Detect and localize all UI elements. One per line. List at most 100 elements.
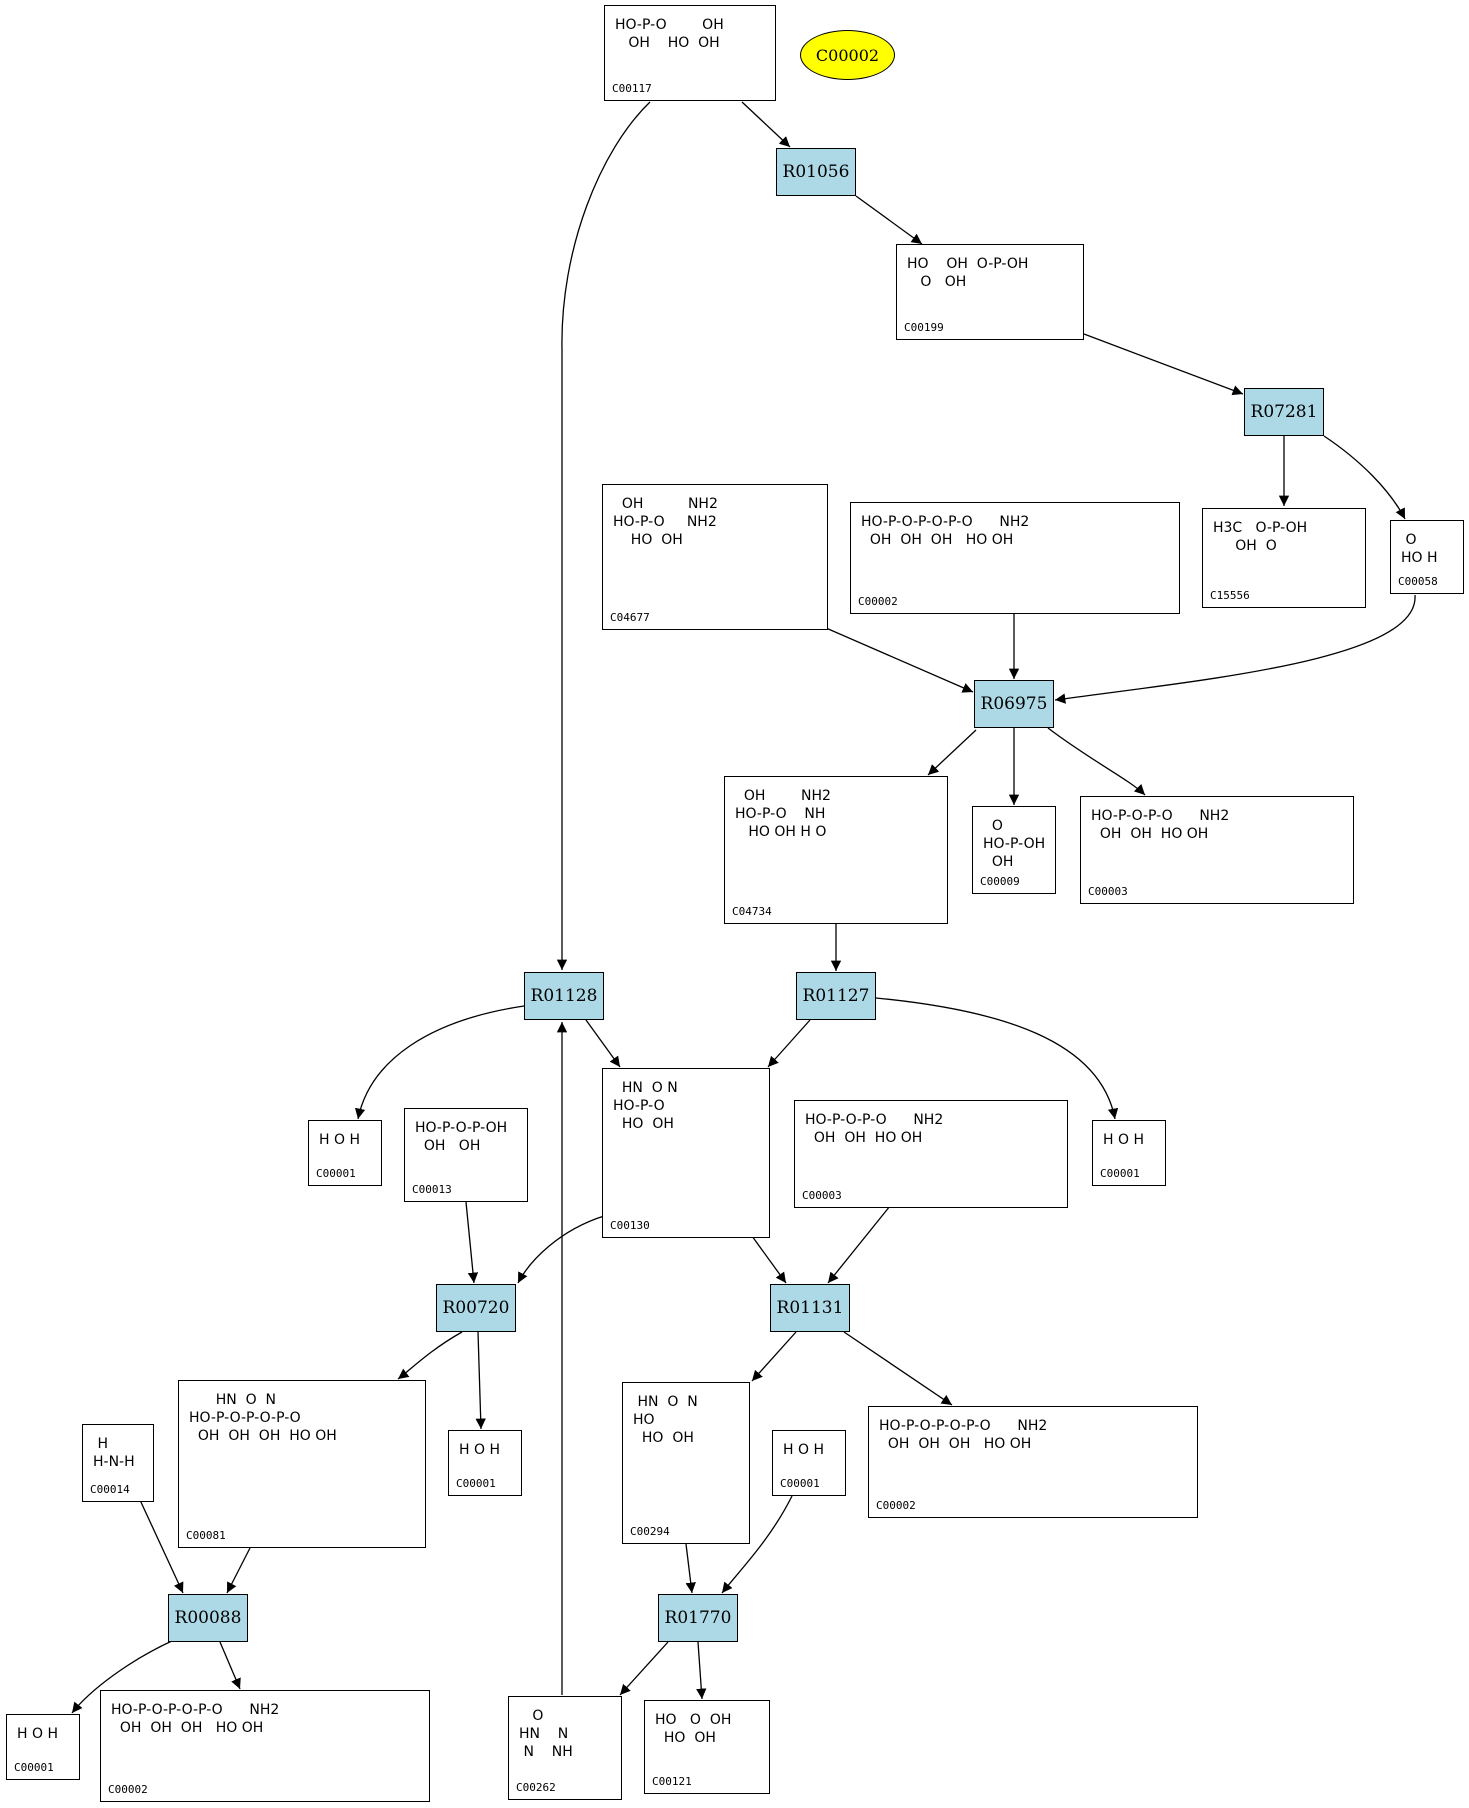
edge-arrow xyxy=(556,101,651,970)
compound-C00002[interactable]: HO-P-O-P-O-P-O NH2 OH OH OH HO OH C00002 xyxy=(868,1406,1198,1518)
compound-id: C00002 xyxy=(876,1499,916,1512)
edge-arrow xyxy=(354,1005,525,1120)
compound-C00003[interactable]: HO-P-O-P-O NH2 OH OH HO OH C00003 xyxy=(1080,796,1354,904)
compound-id: C00001 xyxy=(780,1477,820,1490)
reaction-R01056[interactable]: R01056 xyxy=(776,148,856,196)
compound-C00002[interactable]: HO-P-O-P-O-P-O NH2 OH OH OH HO OH C00002 xyxy=(100,1690,430,1802)
compound-C00121[interactable]: HO O OH HO OH C00121 xyxy=(644,1700,770,1794)
compound-C00003[interactable]: HO-P-O-P-O NH2 OH OH HO OH C00003 xyxy=(794,1100,1068,1208)
edge-arrow xyxy=(475,1331,486,1430)
reaction-R00088[interactable]: R00088 xyxy=(168,1594,248,1642)
structure-drawing: HN O N HO-P-O-P-O-P-O OH OH OH HO OH xyxy=(189,1392,337,1444)
reaction-R01770[interactable]: R01770 xyxy=(658,1594,738,1642)
structure-drawing: H O H xyxy=(319,1132,360,1148)
edge-arrow xyxy=(226,1547,251,1594)
pathway-node-C00002[interactable]: C00002 xyxy=(800,30,895,80)
compound-id: C00002 xyxy=(108,1783,148,1796)
edge-arrow xyxy=(139,1499,184,1594)
compound-C00130[interactable]: HN O N HO-P-O HO OH C00130 xyxy=(602,1068,770,1238)
edge-arrow xyxy=(767,1019,811,1068)
compound-C00001[interactable]: H O H C00001 xyxy=(1092,1120,1166,1186)
reaction-R07281[interactable]: R07281 xyxy=(1244,388,1324,436)
edge-arrow xyxy=(875,997,1119,1120)
edge-arrow xyxy=(585,1019,621,1068)
compound-C00001[interactable]: H O H C00001 xyxy=(308,1120,382,1186)
compound-id: C00001 xyxy=(316,1167,356,1180)
structure-drawing: HO O OH HO OH xyxy=(655,1712,732,1746)
compound-id: C04734 xyxy=(732,905,772,918)
compound-id: C00117 xyxy=(612,82,652,95)
compound-C00001[interactable]: H O H C00001 xyxy=(772,1430,846,1496)
reaction-R01128[interactable]: R01128 xyxy=(524,972,604,1020)
edge-arrow xyxy=(741,101,791,148)
structure-drawing: H O H xyxy=(17,1726,58,1742)
edge-arrow xyxy=(397,1331,463,1380)
edge-arrow xyxy=(517,1215,605,1284)
compound-C15556[interactable]: H3C O-P-OH OH O C15556 xyxy=(1202,508,1366,608)
edge-arrow xyxy=(843,1331,953,1406)
reaction-R01131[interactable]: R01131 xyxy=(770,1284,850,1332)
structure-drawing: HO-P-O OH OH HO OH xyxy=(615,17,724,51)
structure-drawing: HO-P-O-P-O NH2 OH OH HO OH xyxy=(805,1112,944,1146)
edge-arrow xyxy=(1323,435,1406,520)
edge-arrow xyxy=(1083,333,1244,396)
compound-C04734[interactable]: OH NH2 HO-P-O NH HO OH H O C04734 xyxy=(724,776,948,924)
compound-id: C00262 xyxy=(516,1781,556,1794)
compound-C00001[interactable]: H O H C00001 xyxy=(448,1430,522,1496)
reaction-R06975[interactable]: R06975 xyxy=(974,680,1054,728)
compound-C00294[interactable]: HN O N HO HO OH C00294 xyxy=(622,1382,750,1544)
compound-C00014[interactable]: H H-N-H C00014 xyxy=(82,1424,154,1502)
structure-drawing: H O H xyxy=(783,1442,824,1458)
compound-id: C00081 xyxy=(186,1529,226,1542)
edge-arrow xyxy=(1054,594,1416,704)
compound-C00013[interactable]: HO-P-O-P-OH OH OH C00013 xyxy=(404,1108,528,1202)
edge-arrow xyxy=(71,1639,175,1714)
compound-C00058[interactable]: O HO H C00058 xyxy=(1390,520,1464,594)
compound-id: C00002 xyxy=(858,595,898,608)
compound-id: C00014 xyxy=(90,1483,130,1496)
compound-id: C15556 xyxy=(1210,589,1250,602)
compound-C00199[interactable]: HO OH O-P-OH O OH C00199 xyxy=(896,244,1084,340)
structure-drawing: OH NH2 HO-P-O NH HO OH H O xyxy=(735,788,831,840)
compound-id: C00199 xyxy=(904,321,944,334)
structure-drawing: HO-P-O-P-O-P-O NH2 OH OH OH HO OH xyxy=(111,1702,280,1736)
structure-drawing: H O H xyxy=(459,1442,500,1458)
edge-arrow xyxy=(685,1543,696,1594)
compound-C00081[interactable]: HN O N HO-P-O-P-O-P-O OH OH OH HO OH C00… xyxy=(178,1380,426,1548)
structure-drawing: HO OH O-P-OH O OH xyxy=(907,256,1029,290)
compound-C00002[interactable]: HO-P-O-P-O-P-O NH2 OH OH OH HO OH C00002 xyxy=(850,502,1180,614)
compound-id: C00009 xyxy=(980,875,1020,888)
compound-C00001[interactable]: H O H C00001 xyxy=(6,1714,80,1780)
compound-C00117[interactable]: HO-P-O OH OH HO OH C00117 xyxy=(604,5,776,101)
edge-arrow xyxy=(619,1641,669,1696)
reaction-R01127[interactable]: R01127 xyxy=(796,972,876,1020)
edge-arrow xyxy=(465,1201,479,1284)
structure-drawing: H O H xyxy=(1103,1132,1144,1148)
structure-drawing: HO-P-O-P-O-P-O NH2 OH OH OH HO OH xyxy=(879,1418,1048,1452)
structure-drawing: HN O N HO-P-O HO OH xyxy=(613,1080,678,1132)
compound-C04677[interactable]: OH NH2 HO-P-O NH2 HO OH C04677 xyxy=(602,484,828,630)
edge-arrow xyxy=(855,195,923,245)
structure-drawing: O HO-P-OH OH xyxy=(983,818,1046,870)
edge-arrow xyxy=(751,1235,787,1284)
structure-drawing: O HO H xyxy=(1401,532,1438,566)
structure-drawing: HO-P-O-P-OH OH OH xyxy=(415,1120,508,1154)
reaction-R00720[interactable]: R00720 xyxy=(436,1284,516,1332)
structure-drawing: HO-P-O-P-O-P-O NH2 OH OH OH HO OH xyxy=(861,514,1030,548)
compound-id: C00130 xyxy=(610,1219,650,1232)
compound-C00009[interactable]: O HO-P-OH OH C00009 xyxy=(972,806,1056,894)
compound-id: C00001 xyxy=(14,1761,54,1774)
edge-arrow xyxy=(721,1495,793,1594)
compound-id: C00003 xyxy=(802,1189,842,1202)
edge-arrow xyxy=(927,729,977,776)
edge-arrow xyxy=(825,627,974,693)
compound-C00262[interactable]: O HN N N NH C00262 xyxy=(508,1696,622,1800)
compound-id: C00058 xyxy=(1398,575,1438,588)
compound-id: C00001 xyxy=(1100,1167,1140,1180)
compound-id: C00294 xyxy=(630,1525,670,1538)
edge-arrow xyxy=(751,1331,797,1382)
structure-drawing: HO-P-O-P-O NH2 OH OH HO OH xyxy=(1091,808,1230,842)
compound-id: C00013 xyxy=(412,1183,452,1196)
